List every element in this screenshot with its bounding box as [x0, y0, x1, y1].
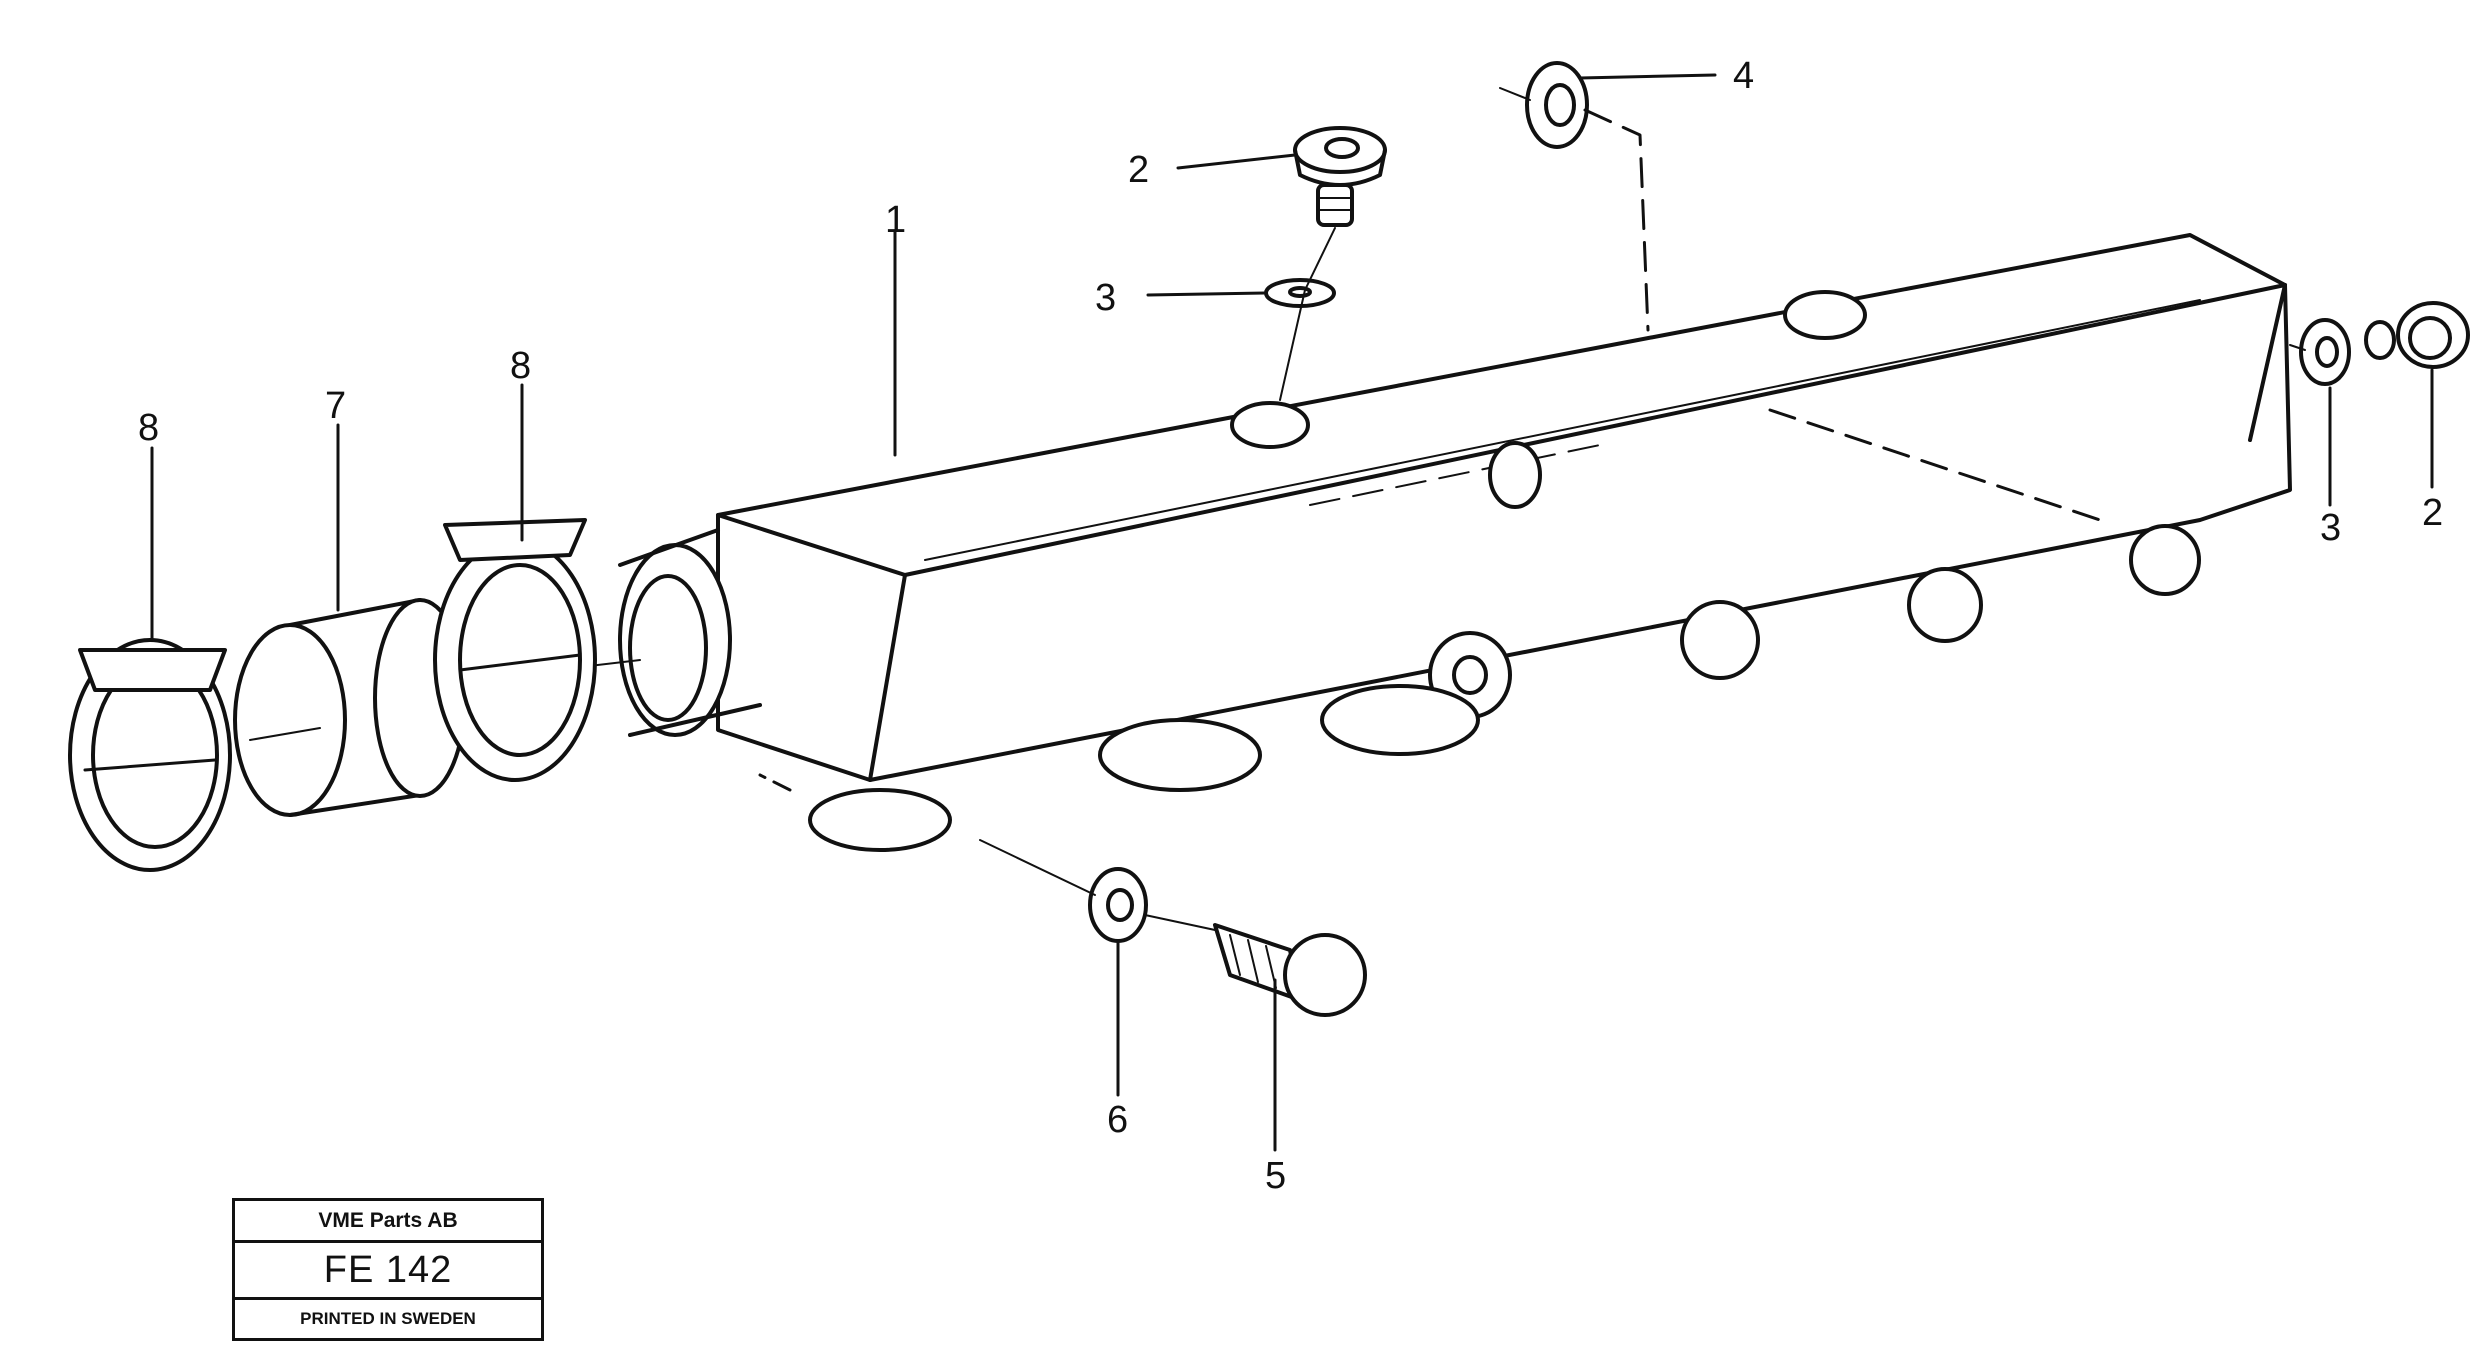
clamp-right: [433, 518, 597, 782]
callout-4: 4: [1733, 55, 1754, 97]
callout-2-right: 2: [2422, 492, 2443, 534]
callout-8-right: 8: [510, 345, 531, 387]
callout-3-right: 3: [2320, 507, 2341, 549]
callout-2-top: 2: [1128, 149, 1149, 191]
washer-4: [1525, 61, 1589, 149]
leader-lines: [150, 73, 2434, 1152]
stamp-code: FE 142: [235, 1243, 541, 1300]
title-stamp: VME Parts AB FE 142 PRINTED IN SWEDEN: [232, 1198, 544, 1341]
callout-6: 6: [1107, 1099, 1128, 1141]
plug-right: [2364, 301, 2470, 369]
callout-7: 7: [325, 385, 346, 427]
stamp-company: VME Parts AB: [235, 1201, 541, 1243]
washer-top: [1264, 278, 1336, 308]
stamp-printed: PRINTED IN SWEDEN: [300, 1309, 476, 1328]
callout-5: 5: [1265, 1155, 1286, 1197]
sleeve: [233, 598, 467, 817]
callout-8-left: 8: [138, 407, 159, 449]
callout-1: 1: [885, 199, 906, 241]
plug-top: [1293, 126, 1387, 227]
clamp-left: [68, 638, 232, 872]
exhaust-manifold: [618, 233, 2292, 852]
bolt: [1213, 923, 1367, 1017]
callout-3-top: 3: [1095, 277, 1116, 319]
washer-right: [2299, 318, 2351, 386]
washer-bottom: [1088, 867, 1148, 943]
